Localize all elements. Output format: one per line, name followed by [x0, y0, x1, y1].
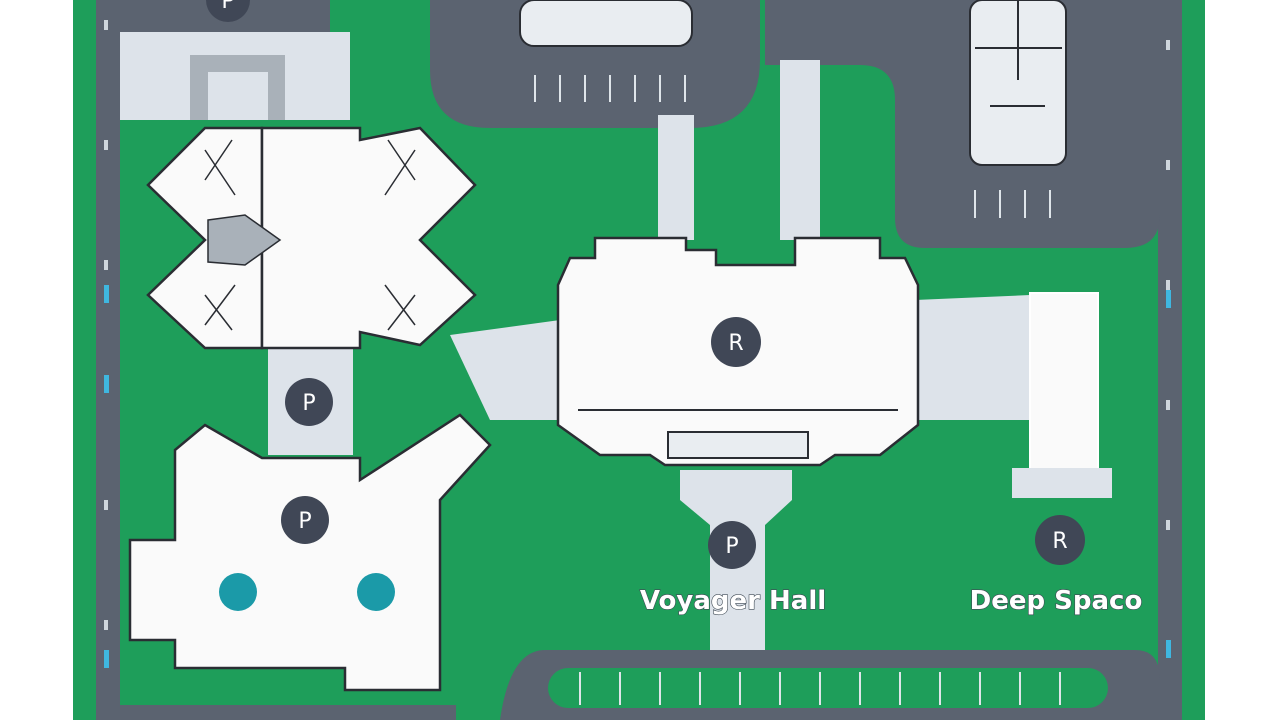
- restroom-marker[interactable]: R: [1035, 515, 1085, 565]
- parking-stalls-south: [579, 672, 1061, 705]
- voyager-hall-label[interactable]: Voyager Hall: [639, 585, 827, 616]
- marker-letter: P: [302, 391, 315, 416]
- restroom-marker[interactable]: R: [711, 317, 761, 367]
- marker-letter: P: [221, 0, 234, 14]
- parking-stalls-north: [534, 75, 1051, 218]
- marker-letter: P: [298, 509, 311, 534]
- road-signals: [104, 285, 1171, 668]
- walkway-connector-west: [450, 320, 560, 420]
- walkway-north-a: [658, 115, 694, 240]
- road-markings: [104, 20, 1170, 650]
- road-south-west: [96, 705, 456, 720]
- marker-letter: R: [1052, 529, 1067, 554]
- parking-marker[interactable]: P: [285, 378, 333, 426]
- road-west: [96, 0, 120, 720]
- fountain-west: [219, 573, 257, 611]
- marker-letter: P: [725, 534, 738, 559]
- fountain-east: [357, 573, 395, 611]
- parking-marker[interactable]: P: [708, 521, 756, 569]
- deep-space-building[interactable]: [1029, 292, 1099, 492]
- southwest-building[interactable]: [128, 413, 492, 692]
- northeast-building[interactable]: [969, 0, 1067, 166]
- deep-space-label[interactable]: Deep Spaco: [969, 585, 1143, 616]
- walkway-north-b: [780, 60, 820, 240]
- parking-marker[interactable]: P: [206, 0, 250, 22]
- x-shaped-building[interactable]: [146, 126, 477, 350]
- marker-letter: R: [728, 331, 743, 356]
- parking-median-south: [548, 668, 1108, 708]
- north-pavilion[interactable]: [519, 0, 693, 47]
- walkway-connector-east: [915, 295, 1030, 420]
- road-east: [1158, 0, 1182, 720]
- parking-marker[interactable]: P: [281, 496, 329, 544]
